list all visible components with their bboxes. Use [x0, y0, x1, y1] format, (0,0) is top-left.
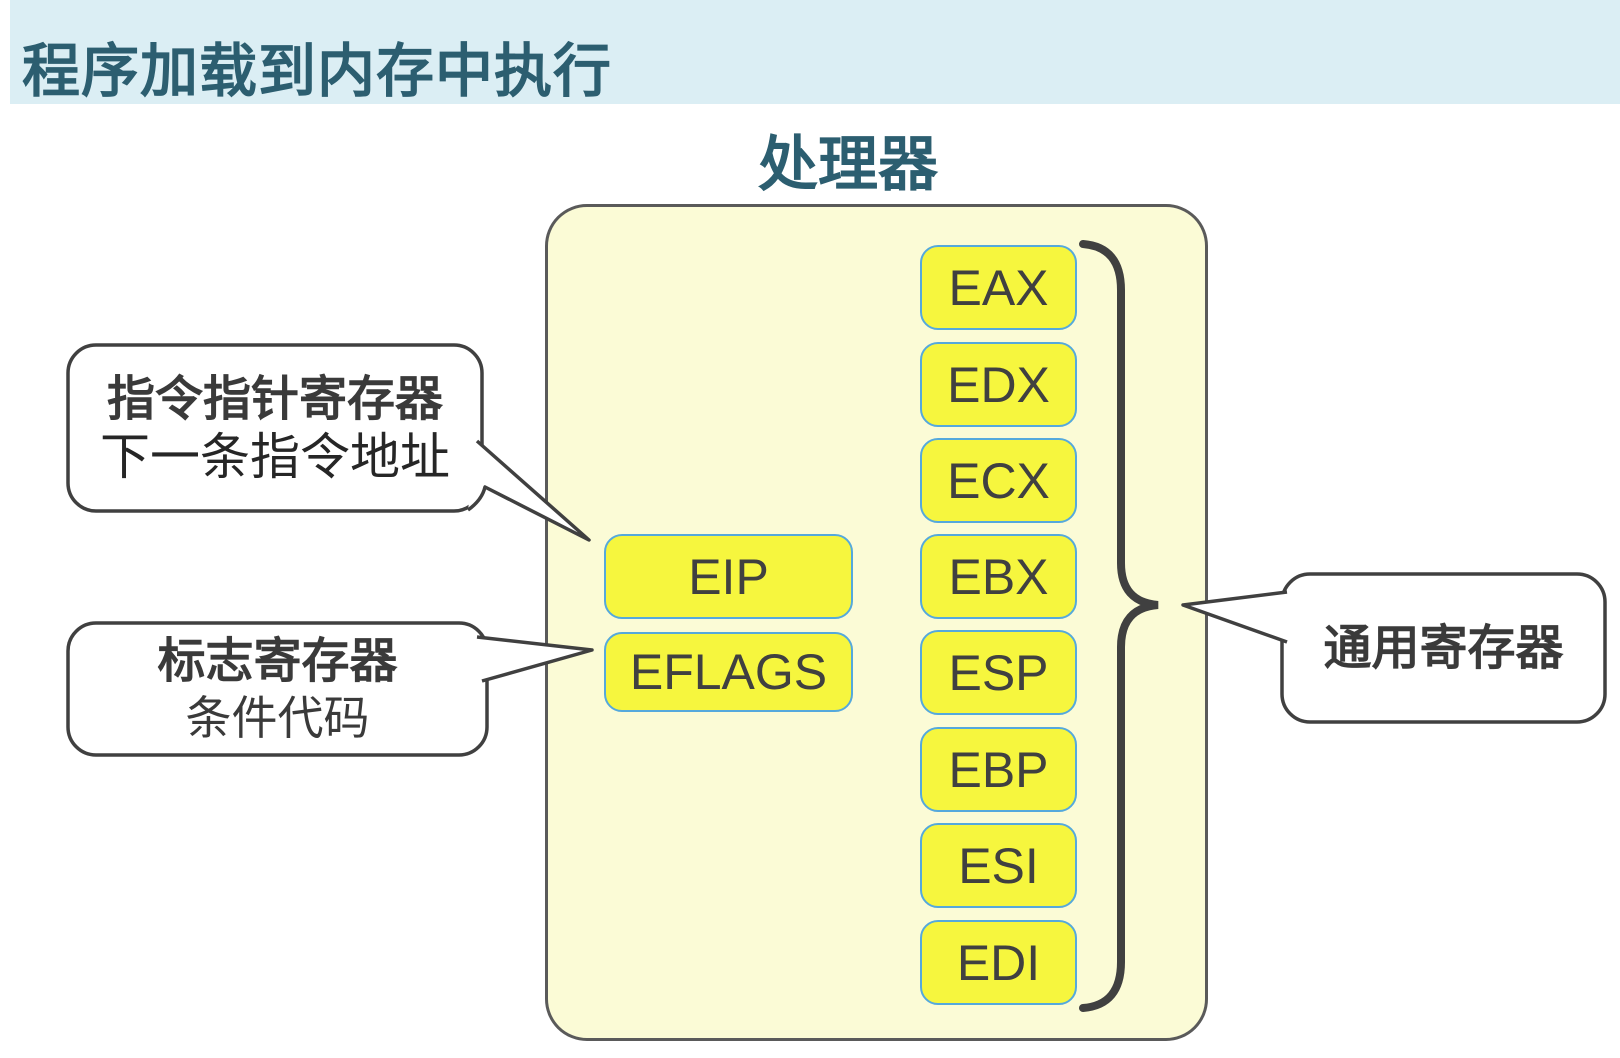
- register-box-eip: EIP: [604, 534, 853, 619]
- register-box-eflags: EFLAGS: [604, 632, 853, 712]
- callout-general: 通用寄存器: [1282, 574, 1605, 722]
- callout-eflags: 标志寄存器 条件代码: [68, 623, 487, 755]
- register-box-edx: EDX: [920, 342, 1077, 427]
- register-box-ebp: EBP: [920, 727, 1077, 812]
- header-bar: [10, 0, 1620, 104]
- register-box-esi: ESI: [920, 823, 1077, 908]
- callout-eip: 指令指针寄存器 下一条指令地址: [68, 345, 482, 511]
- register-box-eax: EAX: [920, 245, 1077, 330]
- register-box-esp: ESP: [920, 630, 1077, 715]
- register-box-ecx: ECX: [920, 438, 1077, 523]
- callout-eflags-title: 标志寄存器: [157, 633, 398, 689]
- callout-eip-title: 指令指针寄存器: [106, 371, 443, 427]
- register-box-edi: EDI: [920, 920, 1077, 1005]
- processor-box: [545, 204, 1208, 1041]
- processor-label: 处理器: [758, 130, 938, 200]
- callout-eflags-subtitle: 条件代码: [185, 691, 370, 745]
- register-box-ebx: EBX: [920, 534, 1077, 619]
- callout-eip-subtitle: 下一条指令地址: [100, 428, 450, 486]
- slide-title: 程序加载到内存中执行: [22, 37, 613, 105]
- callout-general-title: 通用寄存器: [1323, 620, 1564, 676]
